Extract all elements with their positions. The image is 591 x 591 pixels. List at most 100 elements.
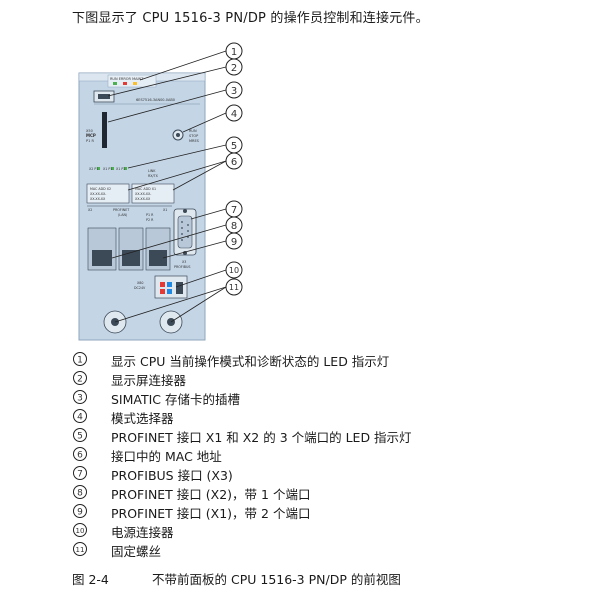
profinet-x1-port-1 bbox=[118, 227, 144, 271]
svg-text:5: 5 bbox=[231, 141, 237, 152]
mac-x2-value-2: XX-XX-XX bbox=[90, 197, 106, 201]
sd-label-3: P1 R bbox=[86, 139, 94, 143]
legend-number-5: 5 bbox=[72, 427, 88, 443]
legend-text-4: 模式选择器 bbox=[111, 411, 174, 426]
svg-text:7: 7 bbox=[77, 470, 83, 480]
callout-9: 9 bbox=[225, 232, 243, 250]
figure-title: 不带前面板的 CPU 1516-3 PN/DP 的前视图 bbox=[152, 572, 401, 587]
legend-number-8: 8 bbox=[72, 484, 88, 500]
legend-number-4: 4 bbox=[72, 408, 88, 424]
legend-number-6: 6 bbox=[72, 446, 88, 462]
legend-text-9: PROFINET 接口 (X1)，带 2 个端口 bbox=[111, 506, 311, 521]
profinet-x2-port bbox=[87, 227, 117, 271]
callout-5: 5 bbox=[225, 136, 243, 154]
legend-text-7: PROFIBUS 接口 (X3) bbox=[111, 468, 233, 483]
status-led-labels: RUN ERROR MAINT bbox=[110, 77, 144, 81]
mac-x2-title: MAC ADD X2 bbox=[90, 187, 111, 191]
mode-mres-label: MRES bbox=[189, 139, 200, 143]
legend-number-10: 10 bbox=[72, 522, 88, 538]
svg-text:4: 4 bbox=[231, 109, 237, 120]
svg-text:11: 11 bbox=[76, 546, 85, 554]
display-connector bbox=[93, 90, 200, 105]
mac-x1-value-2: XX-XX-XX bbox=[135, 197, 151, 201]
legend-text-2: 显示屏连接器 bbox=[111, 373, 187, 388]
legend-text-6: 接口中的 MAC 地址 bbox=[111, 449, 222, 464]
sd-label-2: MCP bbox=[86, 133, 96, 138]
svg-text:4: 4 bbox=[77, 413, 83, 423]
profinet-port-leds bbox=[97, 167, 127, 170]
mac-x1-title: MAC ADD X1 bbox=[135, 187, 156, 191]
mac-address-x2 bbox=[86, 183, 130, 204]
rxtx-label: RX/TX bbox=[148, 174, 159, 178]
legend-number-11: 11 bbox=[72, 541, 88, 557]
figure-caption: 图 2-4 不带前面板的 CPU 1516-3 PN/DP 的前视图 bbox=[72, 569, 401, 588]
svg-text:6: 6 bbox=[77, 451, 83, 461]
callout-leaders bbox=[107, 50, 227, 323]
callout-8: 8 bbox=[225, 216, 243, 234]
legend-text-1: 显示 CPU 当前操作模式和诊断状态的 LED 指示灯 bbox=[111, 354, 390, 369]
callout-3: 3 bbox=[225, 81, 243, 99]
mode-run-label: RUN bbox=[189, 129, 197, 133]
power-label-2: DC24V bbox=[134, 286, 146, 290]
svg-text:3: 3 bbox=[231, 86, 237, 97]
x1-p1-r: P1 R bbox=[146, 213, 154, 217]
led-x1-p1: X1 P1 bbox=[103, 167, 113, 171]
svg-text:9: 9 bbox=[77, 508, 83, 518]
memory-card-slot bbox=[102, 112, 107, 148]
callout-7: 7 bbox=[225, 200, 243, 218]
power-label-1: X80 bbox=[137, 281, 143, 285]
callout-11: 11 bbox=[225, 278, 243, 296]
legend-text-10: 电源连接器 bbox=[111, 525, 174, 540]
svg-text:6: 6 bbox=[231, 157, 237, 168]
mac-x1-value-1: XX-XX-XX- bbox=[135, 192, 152, 196]
power-connector bbox=[154, 275, 188, 299]
x2-label: X2 bbox=[88, 208, 92, 212]
x1-label: X1 bbox=[163, 208, 167, 212]
svg-text:8: 8 bbox=[231, 221, 237, 232]
profinet-label: PROFINET bbox=[113, 208, 130, 212]
callout-2: 2 bbox=[225, 58, 243, 76]
svg-text:2: 2 bbox=[77, 375, 83, 385]
svg-text:11: 11 bbox=[229, 283, 239, 292]
legend-text-8: PROFINET 接口 (X2)，带 1 个端口 bbox=[111, 487, 311, 502]
svg-text:10: 10 bbox=[229, 266, 239, 275]
led-x1-p2: X1 P2 bbox=[116, 167, 126, 171]
svg-text:1: 1 bbox=[77, 356, 83, 366]
svg-text:9: 9 bbox=[231, 237, 237, 248]
x1-p2-r: P2 R bbox=[146, 218, 154, 222]
svg-text:7: 7 bbox=[231, 205, 237, 216]
cpu-front-view-figure: RUN ERROR MAINT 6ES7516-3AN00-0AB0 X50 M… bbox=[78, 42, 243, 341]
link-label: LINK bbox=[148, 169, 156, 173]
lan-label: (LAN) bbox=[118, 213, 127, 217]
svg-text:2: 2 bbox=[231, 63, 237, 74]
legend-number-1: 1 bbox=[72, 351, 88, 367]
callout-6: 6 bbox=[225, 152, 243, 170]
svg-text:5: 5 bbox=[77, 432, 83, 442]
mode-stop-label: STOP bbox=[189, 134, 198, 138]
mac-x2-value-1: XX-XX-XX- bbox=[90, 192, 107, 196]
mode-selector bbox=[172, 129, 184, 141]
profibus-connector bbox=[173, 208, 197, 256]
sd-label-1: X50 bbox=[86, 129, 93, 133]
profinet-x1-port-2 bbox=[145, 227, 171, 271]
svg-text:10: 10 bbox=[76, 527, 85, 535]
legend-number-2: 2 bbox=[72, 370, 88, 386]
svg-text:3: 3 bbox=[77, 394, 83, 404]
legend-text-5: PROFINET 接口 X1 和 X2 的 3 个端口的 LED 指示灯 bbox=[111, 430, 412, 445]
mac-address-x1 bbox=[131, 183, 175, 204]
x3-label: X3 bbox=[182, 260, 186, 264]
part-number: 6ES7516-3AN00-0AB0 bbox=[136, 98, 175, 102]
legend-text-11: 固定螺丝 bbox=[111, 544, 162, 559]
legend-number-9: 9 bbox=[72, 503, 88, 519]
legend-number-7: 7 bbox=[72, 465, 88, 481]
svg-text:8: 8 bbox=[77, 489, 83, 499]
profibus-label: PROFIBUS bbox=[174, 265, 191, 269]
intro-text: 下图显示了 CPU 1516-3 PN/DP 的操作员控制和连接元件。 bbox=[72, 11, 429, 26]
figure-number: 图 2-4 bbox=[72, 572, 109, 587]
callout-4: 4 bbox=[225, 104, 243, 122]
led-x2-p1: X2 P1 bbox=[89, 167, 99, 171]
legend-number-3: 3 bbox=[72, 389, 88, 405]
callout-10: 10 bbox=[225, 261, 243, 279]
svg-text:1: 1 bbox=[231, 47, 237, 58]
status-leds bbox=[107, 74, 157, 88]
